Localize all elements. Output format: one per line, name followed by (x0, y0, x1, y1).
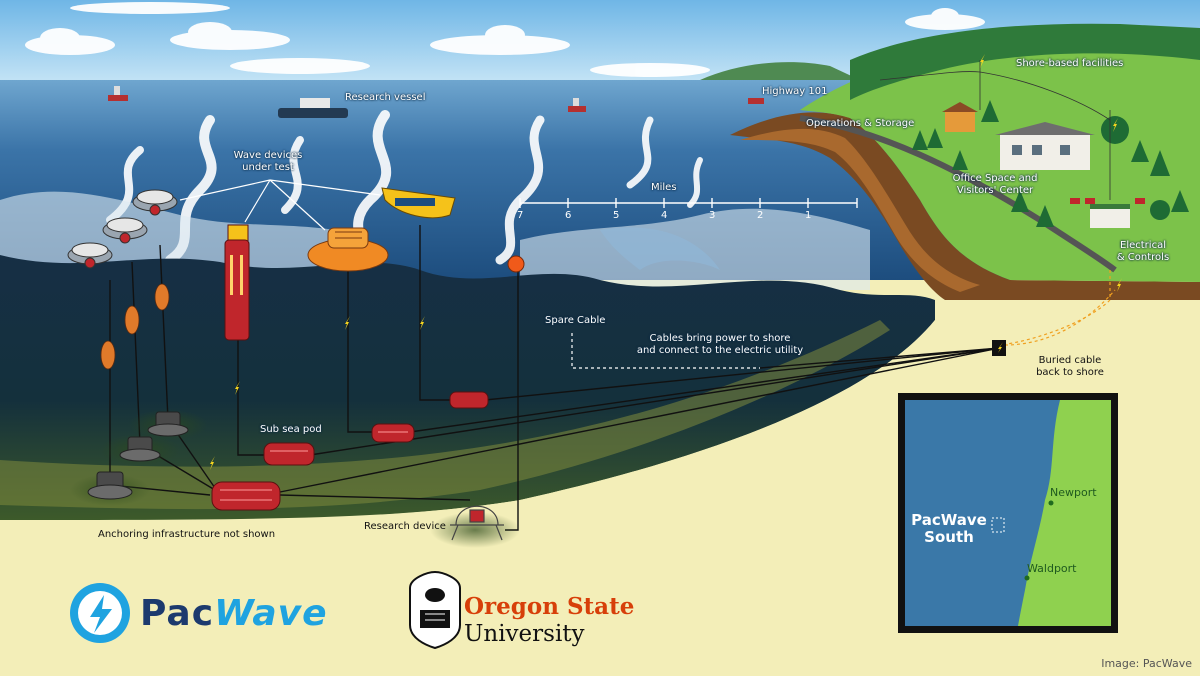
mile-tick-label: 1 (805, 210, 812, 221)
image-credit: Image: PacWave (1101, 657, 1192, 670)
label-cables-power: Cables bring power to shore and connect … (620, 333, 820, 357)
osu-logo-mark (409, 570, 461, 650)
label-buried-line1: Buried cable (1038, 355, 1102, 366)
buried-cable-dashed (1004, 289, 1116, 346)
label-wave-devices: Wave devices under test (218, 150, 318, 174)
orange-device (307, 227, 389, 272)
pacwave-word-wave: Wave (214, 593, 328, 634)
distant-headland (700, 62, 860, 80)
label-sub-sea-pod: Sub sea pod (260, 424, 322, 435)
subsea-pods (211, 391, 489, 511)
mile-tick-label: 4 (661, 210, 668, 221)
trees (912, 100, 1189, 227)
label-operations-storage: Operations & Storage (806, 118, 915, 129)
pacwave-wordmark: PacWave (140, 594, 328, 634)
yellow-device (381, 187, 456, 219)
pointer-lines (179, 179, 760, 369)
research-device (450, 505, 504, 541)
label-miles: Miles (651, 182, 677, 193)
light-water-curl (600, 227, 720, 270)
shore-buildings (942, 102, 1145, 228)
inset-map (898, 393, 1118, 633)
label-office-line1: Office Space and (952, 173, 1038, 184)
map-site-line1: PacWave (911, 511, 987, 529)
label-office-line2: Visitors' Center (956, 185, 1034, 196)
map-label-pacwave-south: PacWave South (906, 512, 992, 546)
mile-tick-label: 6 (565, 210, 572, 221)
mile-tick-label: 3 (709, 210, 716, 221)
label-spare-cable: Spare Cable (545, 315, 606, 326)
osu-wordmark-line2: University (464, 621, 585, 647)
spare-cable-buoy (507, 255, 525, 273)
mile-tick-label: 2 (757, 210, 764, 221)
power-lines (879, 60, 1111, 200)
junction-box (992, 340, 1006, 356)
label-highway: Highway 101 (762, 86, 828, 97)
point-absorbers (67, 189, 178, 269)
label-cables-line2: and connect to the electric utility (636, 345, 804, 356)
pacwave-word-pac: Pac (140, 593, 215, 634)
label-shore-facilities: Shore-based facilities (1016, 58, 1124, 69)
label-research-vessel: Research vessel (345, 92, 426, 103)
map-label-waldport: Waldport (1027, 562, 1077, 575)
highway (799, 115, 1117, 273)
buried-cable-riser (999, 270, 1111, 346)
label-buried-cable: Buried cable back to shore (1020, 355, 1120, 379)
mile-tick-label: 7 (517, 210, 524, 221)
label-electrical-line1: Electrical (1120, 240, 1166, 251)
clouds (25, 2, 985, 77)
pacwave-logo-mark (70, 583, 130, 643)
label-research-device: Research device (364, 521, 446, 532)
boats (108, 86, 764, 118)
label-wave-devices-line1: Wave devices (233, 150, 303, 161)
label-electrical-line2: & Controls (1116, 252, 1170, 263)
mooring-floats (100, 283, 170, 370)
label-electrical-controls: Electrical & Controls (1110, 240, 1176, 264)
power-bolts (210, 54, 1122, 470)
label-wave-devices-line2: under test (242, 162, 294, 173)
map-site-line2: South (924, 528, 974, 546)
osu-wordmark-line1: Oregon State (464, 593, 635, 620)
miles-scale (519, 198, 858, 208)
label-anchoring: Anchoring infrastructure not shown (98, 529, 276, 540)
map-label-newport: Newport (1050, 486, 1097, 499)
mile-tick-label: 5 (613, 210, 620, 221)
label-office-visitors: Office Space and Visitors' Center (940, 173, 1050, 197)
anchors (87, 411, 189, 500)
label-buried-line2: back to shore (1036, 367, 1104, 378)
red-spar-device (224, 224, 250, 341)
label-cables-line1: Cables bring power to shore (649, 333, 791, 344)
